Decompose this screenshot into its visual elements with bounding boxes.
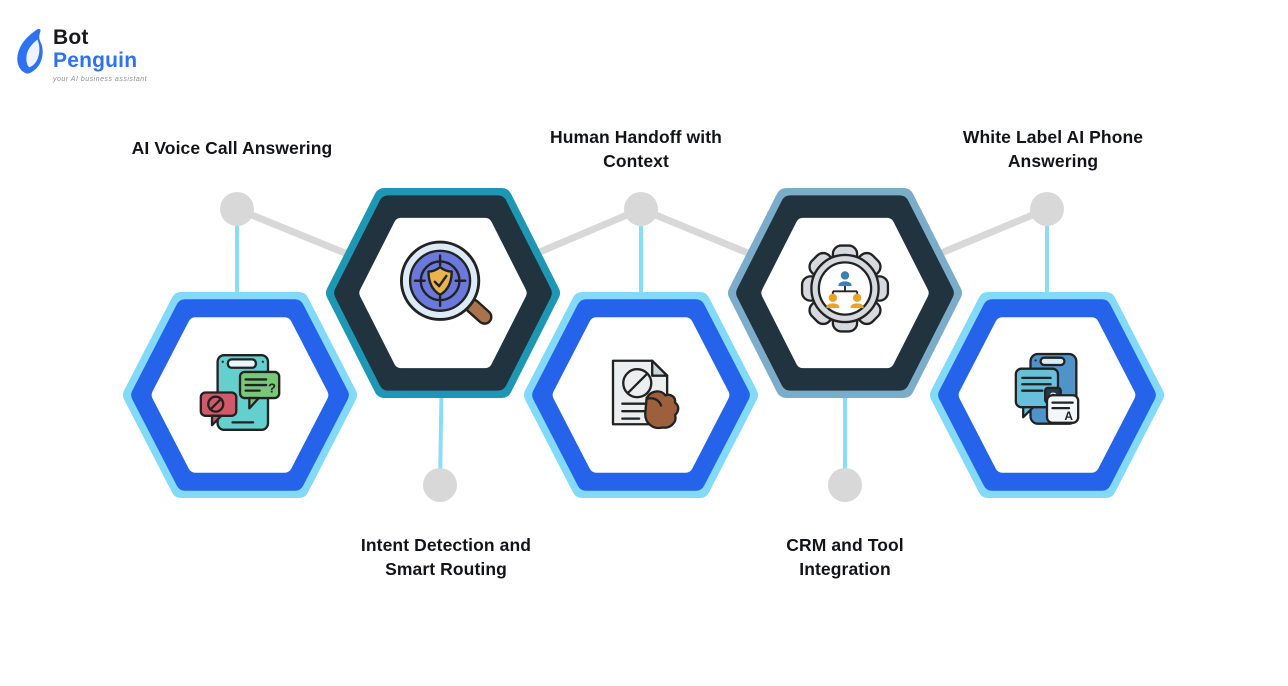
qa-phone-documents-icon: Q A xyxy=(992,338,1102,453)
svg-text:?: ? xyxy=(268,381,276,396)
connector-node-dots xyxy=(220,192,1064,502)
feature-label-intent-detection: Intent Detection and Smart Routing xyxy=(360,535,532,579)
magnifier-shield-target-icon xyxy=(385,231,501,352)
feature-label-human-handoff: Human Handoff with Context xyxy=(550,127,722,171)
feature-label-white-label: White Label AI Phone Answering xyxy=(962,127,1144,171)
logo-tagline: your AI business assistant xyxy=(53,76,148,83)
feature-hexagon-white-label: Q A xyxy=(930,292,1164,498)
phone-chat-blocked-icon: ? xyxy=(184,337,296,454)
gear-team-icon xyxy=(789,233,901,350)
feature-hexagon-voice-answering: ? xyxy=(123,292,357,498)
feature-label-voice-answering: AI Voice Call Answering xyxy=(131,138,333,158)
penguin-icon xyxy=(14,26,48,83)
botpenguin-logo: Bot Penguin your AI business assistant xyxy=(14,26,147,83)
feature-label-crm-integration: CRM and Tool Integration xyxy=(786,535,904,579)
brand-name-bot: Bot xyxy=(53,26,89,49)
hand-holding-document-icon xyxy=(585,337,697,454)
svg-text:A: A xyxy=(1064,409,1073,423)
feature-hexagon-human-handoff xyxy=(524,292,758,498)
brand-name-penguin: Penguin xyxy=(53,49,138,72)
feature-hexagon-intent-detection xyxy=(326,188,560,398)
feature-hexagon-crm-integration xyxy=(728,188,962,398)
